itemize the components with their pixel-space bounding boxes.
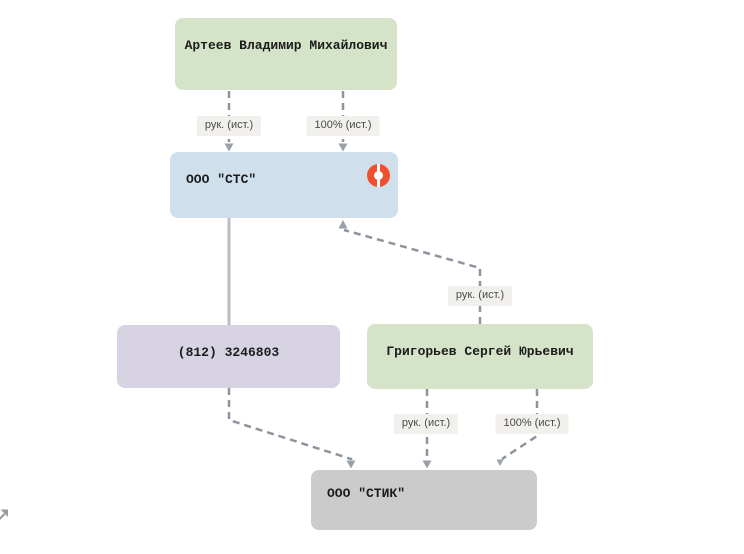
edge-label-ruk: рук. (ист.) (196, 116, 262, 136)
arrow-down-into-stik-left (346, 460, 356, 469)
node-phone-number[interactable]: (812) 3246803 (117, 325, 340, 388)
node-label: ООО "СТС" (186, 172, 257, 187)
edge-grigoriev-sts-ruk (343, 228, 482, 324)
node-label: Артеев Владимир Михайлович (184, 38, 388, 53)
node-person-artaev[interactable]: Артеев Владимир Михайлович (175, 18, 397, 90)
focus-target-icon[interactable] (367, 164, 390, 187)
arrow-down-into-stik-right (496, 459, 504, 466)
node-person-grigoriev[interactable]: Григорьев Сергей Юрьевич (367, 324, 593, 389)
node-label: Григорьев Сергей Юрьевич (386, 344, 574, 359)
arrow-down-into-stik-mid (422, 460, 432, 469)
node-company-stik[interactable]: ООО "СТИК" (311, 470, 537, 530)
node-label: ООО "СТИК" (327, 486, 406, 501)
arrow-down-into-sts-left (224, 143, 234, 152)
arrow-up-into-sts-bottom (338, 220, 348, 229)
node-company-sts[interactable]: ООО "СТС" (170, 152, 398, 218)
edge-label-ruk: рук. (ист.) (447, 286, 513, 306)
edge-label-share: 100% (ист.) (495, 414, 569, 434)
edge-label-ruk: рук. (ист.) (393, 414, 459, 434)
expand-arrow-icon[interactable] (0, 506, 10, 522)
node-label: (812) 3246803 (177, 345, 280, 360)
edge-grigoriev-stik-share (501, 389, 539, 461)
edge-phone-stik (227, 388, 353, 461)
edge-label-share: 100% (ист.) (306, 116, 380, 136)
arrow-down-into-sts-right (338, 143, 348, 152)
